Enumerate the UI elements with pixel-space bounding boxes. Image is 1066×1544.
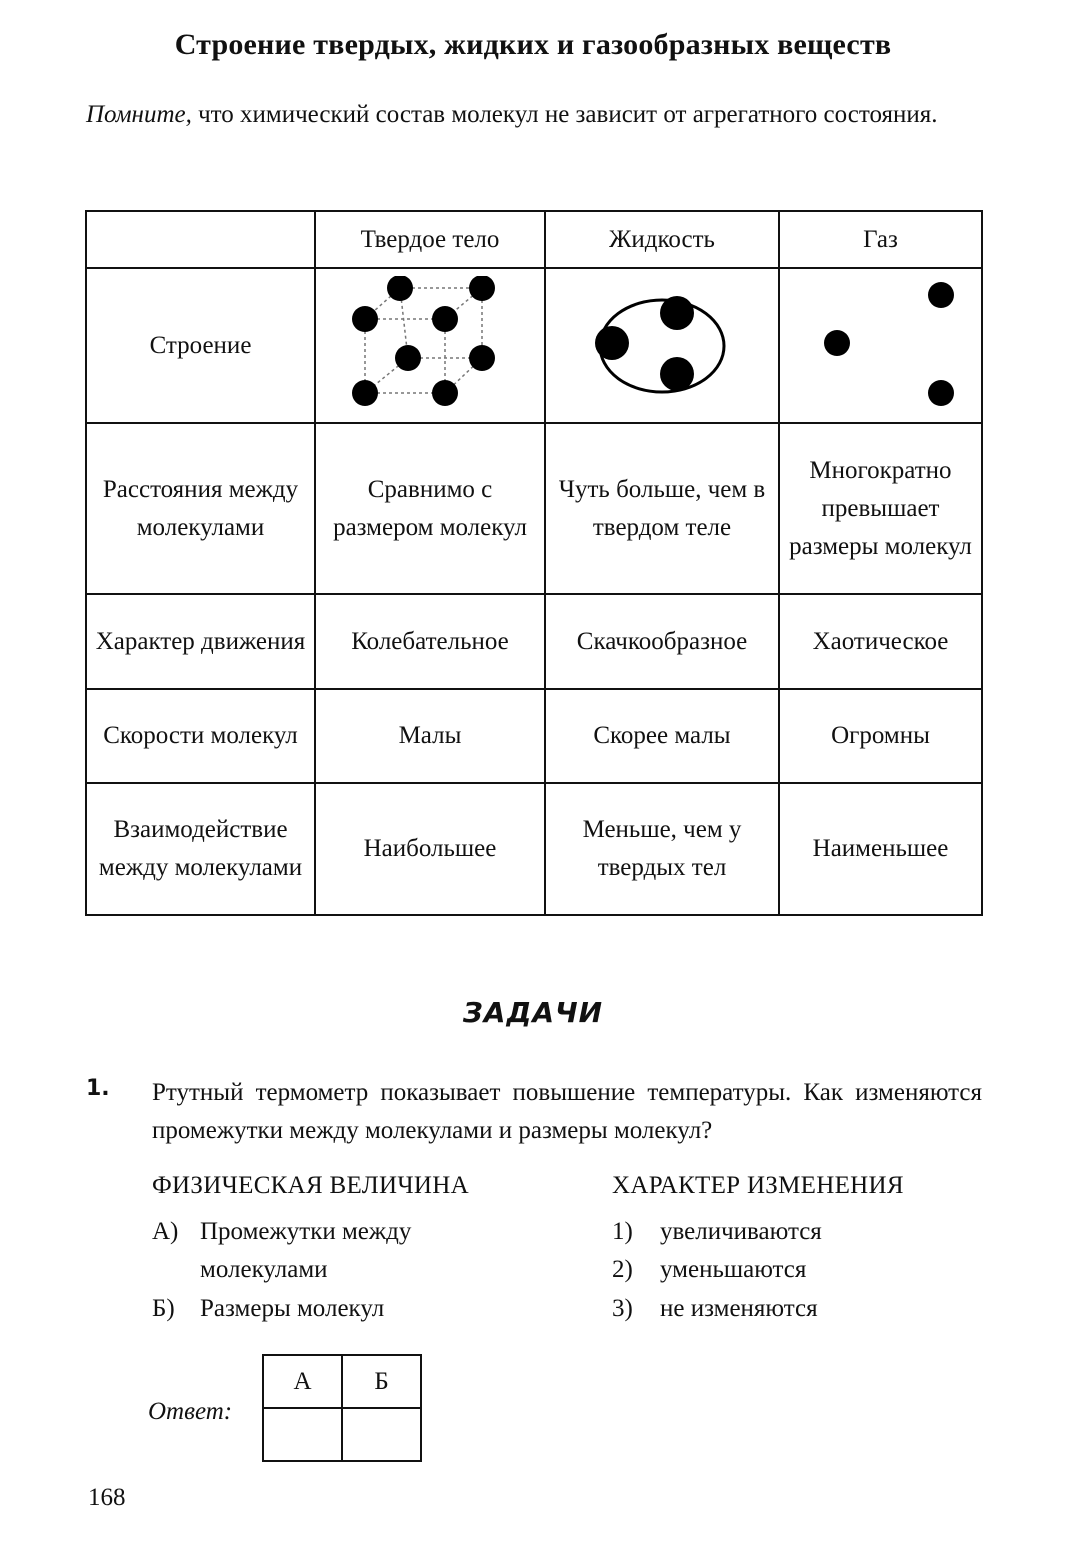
intro-emphasis: Помните,	[86, 101, 192, 128]
table-row-structure: Строение	[85, 267, 983, 424]
option-key: 2)	[612, 1256, 633, 1283]
left-option: А) Промежутки между	[152, 1213, 411, 1251]
table-cell: Наибольшее	[314, 782, 546, 916]
answer-cell-b[interactable]	[341, 1407, 422, 1462]
table-cell: Чуть больше, чем в твердом теле	[544, 422, 780, 595]
option-text: уменьшаются	[660, 1256, 807, 1283]
right-column-heading: ХАРАКТЕР ИЗМЕНЕНИЯ	[612, 1172, 904, 1199]
left-option-continuation: молекулами	[200, 1256, 328, 1283]
gas-structure-cell	[778, 267, 983, 424]
table-header-cell: Твердое тело	[314, 210, 546, 269]
table-cell: Скачкообразное	[544, 593, 780, 690]
table-row: Характер движения Колебательное Скачкооб…	[85, 593, 983, 690]
task-text: Ртутный термометр показывает повышение т…	[152, 1079, 982, 1144]
page-number: 168	[88, 1484, 126, 1511]
gas-molecules-diagram-icon	[823, 281, 954, 406]
intro-paragraph: Помните, что химический состав молекул н…	[86, 96, 980, 134]
table-cell: Малы	[314, 688, 546, 784]
option-text: Промежутки между	[200, 1218, 412, 1245]
option-text: не изменяются	[660, 1295, 818, 1322]
table-header-cell	[85, 210, 316, 269]
table-cell: Сравнимо с размером молекул	[314, 422, 546, 595]
row-label: Характер движения	[85, 593, 316, 690]
right-option: 1) увеличиваются	[612, 1213, 822, 1251]
right-option: 3) не изменяются	[612, 1290, 818, 1328]
liquid-structure-cell	[544, 267, 780, 424]
option-key: Б)	[152, 1295, 175, 1322]
answer-column-header: А	[262, 1354, 343, 1409]
table-cell: Хаотическое	[778, 593, 983, 690]
intro-text: что химический состав молекул не зависит…	[191, 101, 938, 128]
table-row: Взаимодействие между молекулами Наибольш…	[85, 782, 983, 916]
table-cell: Колебательное	[314, 593, 546, 690]
answer-cell-a[interactable]	[262, 1407, 343, 1462]
answer-column-header: Б	[341, 1354, 422, 1409]
option-key: А)	[152, 1218, 179, 1245]
row-label: Строение	[85, 267, 316, 424]
option-key: 1)	[612, 1218, 633, 1245]
table-cell: Многократно превышает размеры молекул	[778, 422, 983, 595]
table-cell: Огромны	[778, 688, 983, 784]
page-title: Строение твердых, жидких и газообразных …	[174, 28, 892, 61]
states-of-matter-table: Твердое тело Жидкость Газ Строение	[85, 210, 983, 916]
table-row: Расстояния между молекулами Сравнимо с р…	[85, 422, 983, 595]
right-option: 2) уменьшаются	[612, 1251, 806, 1289]
table-cell: Меньше, чем у твердых тел	[544, 782, 780, 916]
answer-label: Ответ:	[148, 1398, 233, 1425]
table-row: Скорости молекул Малы Скорее малы Огромн…	[85, 688, 983, 784]
option-text: увеличиваются	[660, 1218, 822, 1245]
row-label: Скорости молекул	[85, 688, 316, 784]
solid-lattice-diagram-icon	[352, 275, 495, 406]
option-text: Размеры молекул	[200, 1295, 385, 1322]
table-cell: Скорее малы	[544, 688, 780, 784]
option-key: 3)	[612, 1295, 633, 1322]
left-column-heading: ФИЗИЧЕСКАЯ ВЕЛИЧИНА	[152, 1172, 469, 1199]
row-label: Взаимодействие между молекулами	[85, 782, 316, 916]
tasks-heading: ЗАДАЧИ	[462, 996, 604, 1029]
row-label: Расстояния между молекулами	[85, 422, 316, 595]
table-cell: Наименьшее	[778, 782, 983, 916]
table-header-cell: Жидкость	[544, 210, 780, 269]
task-number: 1.	[86, 1076, 110, 1101]
left-option: Б) Размеры молекул	[152, 1290, 384, 1328]
answer-table: А Б	[262, 1354, 422, 1462]
table-header-row: Твердое тело Жидкость Газ	[85, 210, 983, 269]
table-header-cell: Газ	[778, 210, 983, 269]
liquid-molecules-diagram-icon	[595, 295, 726, 393]
solid-structure-cell	[314, 267, 546, 424]
